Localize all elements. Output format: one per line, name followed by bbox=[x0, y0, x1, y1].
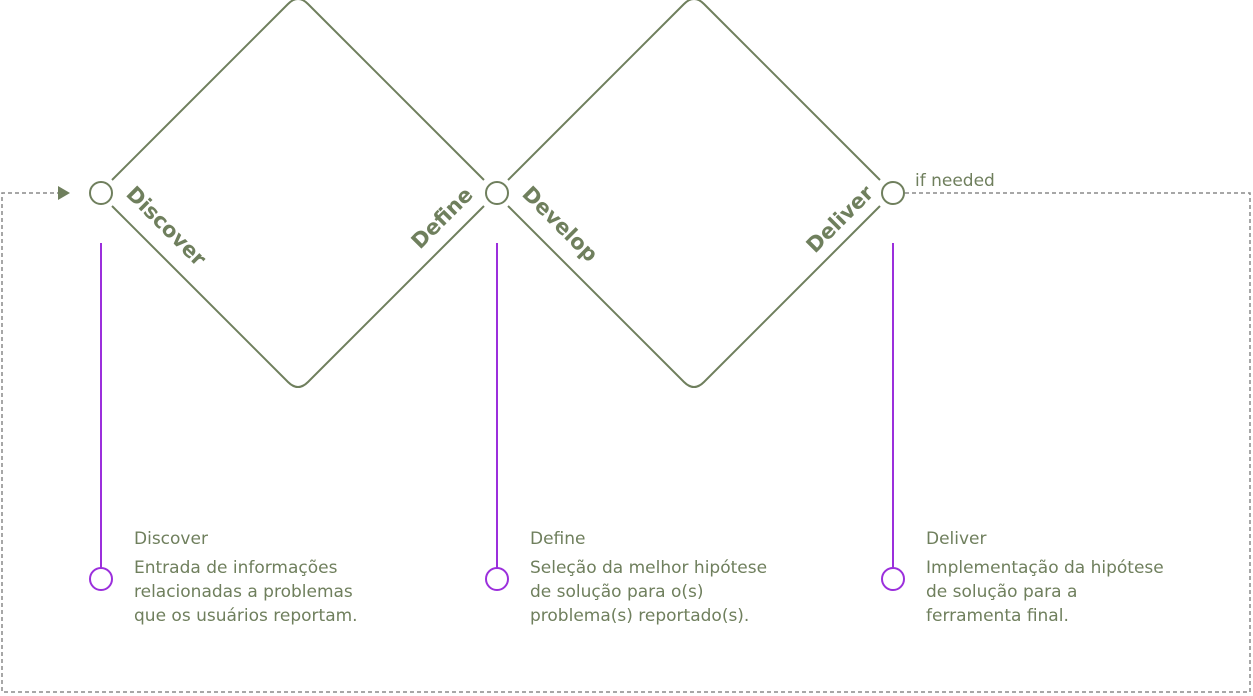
description-line: problema(s) reportado(s). bbox=[530, 606, 749, 626]
description-line: Implementação da hipótese bbox=[926, 558, 1164, 578]
description-title: Deliver bbox=[926, 529, 987, 549]
if-needed-label: if needed bbox=[915, 171, 995, 191]
description-title: Discover bbox=[134, 529, 208, 549]
stage-label-discover: Discover bbox=[121, 182, 211, 272]
feedback-loop-line bbox=[1, 192, 1251, 693]
feedback-loop-arrow-icon bbox=[58, 186, 70, 200]
node-discover-start bbox=[89, 181, 113, 205]
stage-label-develop: Develop bbox=[517, 182, 602, 267]
connector-dot-deliver bbox=[881, 567, 905, 591]
description-line: relacionadas a problemas bbox=[134, 582, 353, 602]
description-define: Define Seleção da melhor hipótese de sol… bbox=[530, 529, 767, 626]
description-line: ferramenta final. bbox=[926, 606, 1069, 626]
node-define-develop bbox=[485, 181, 509, 205]
connector-dot-discover bbox=[89, 567, 113, 591]
description-discover: Discover Entrada de informações relacion… bbox=[134, 529, 358, 626]
diamond-discover-define bbox=[111, 0, 485, 388]
description-title: Define bbox=[530, 529, 586, 549]
description-line: Seleção da melhor hipótese bbox=[530, 558, 767, 578]
description-line: que os usuários reportam. bbox=[134, 606, 358, 626]
node-deliver-end bbox=[881, 181, 905, 205]
diamond-develop-deliver bbox=[507, 0, 881, 388]
connector-dot-define bbox=[485, 567, 509, 591]
description-line: de solução para o(s) bbox=[530, 582, 704, 602]
description-deliver: Deliver Implementação da hipótese de sol… bbox=[926, 529, 1164, 626]
description-line: de solução para a bbox=[926, 582, 1077, 602]
description-line: Entrada de informações bbox=[134, 558, 338, 578]
stage-label-define: Define bbox=[407, 183, 478, 254]
